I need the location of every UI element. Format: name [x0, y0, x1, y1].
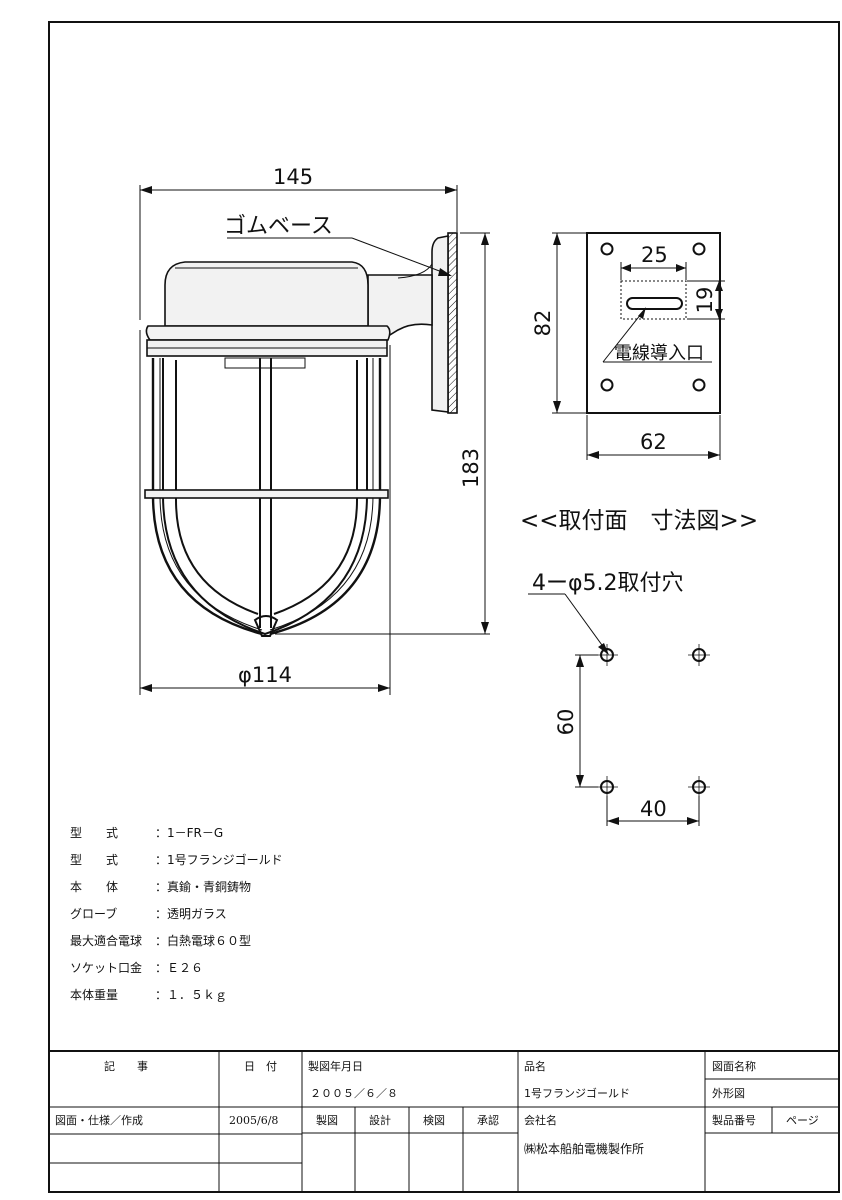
tb-seizu-date-value: ２００５／６／８	[310, 1087, 398, 1100]
tb-seizu-date-label: 製図年月日	[308, 1059, 363, 1073]
spec-val-4: ：白熱電球６０型	[155, 933, 251, 948]
tb-row-date: 2005/6/8	[229, 1114, 278, 1127]
spec-val-6: ：１．５ｋｇ	[155, 988, 227, 1002]
dim-diameter-114	[139, 330, 391, 695]
tb-page: ページ	[786, 1114, 819, 1127]
spec-key-1: 型 式	[70, 853, 118, 867]
dim-hole-horizontal-40	[606, 796, 700, 826]
hole-br	[688, 776, 710, 798]
lamp-globe	[162, 358, 368, 636]
hole-pattern-view	[528, 593, 710, 798]
label-holes: 4ーφ5.2取付穴	[532, 571, 684, 596]
dim-plate-height-82	[552, 232, 586, 414]
hole-tl	[596, 644, 618, 666]
spec-val-0: ：1－FR－G	[155, 826, 223, 840]
cable-slot	[626, 297, 683, 310]
spec-val-5: ：Ｅ２６	[155, 961, 203, 975]
spec-key-6: 本体重量	[70, 988, 118, 1002]
spec-val-3: ：透明ガラス	[155, 907, 227, 921]
dim-text-82: 82	[531, 310, 555, 337]
wall-flange-hatched	[447, 232, 458, 414]
spec-list: 型 式 ：1－FR－G 型 式 ：1号フランジゴールド 本 体 ：真鍮・青銅鋳物…	[70, 826, 283, 1002]
dim-slot-height-19	[687, 280, 725, 320]
tb-zumen-label: 図面名称	[712, 1059, 756, 1073]
lamp-rim	[145, 325, 391, 341]
tb-sekkei: 設計	[369, 1113, 391, 1127]
tb-company-value: ㈱松本船舶電機製作所	[524, 1141, 644, 1156]
dim-text-145: 145	[273, 165, 313, 189]
dim-height-183	[275, 232, 490, 635]
plate-hole-bl	[600, 378, 614, 392]
plate-hole-tl	[600, 242, 614, 256]
dim-text-62: 62	[640, 430, 667, 454]
dim-text-60: 60	[554, 709, 578, 736]
tb-hinmei-label: 品名	[524, 1059, 546, 1073]
hole-bl	[596, 776, 618, 798]
mount-title: <<取付面 寸法図>>	[520, 508, 758, 534]
flange-body	[431, 235, 449, 413]
spec-val-1: ：1号フランジゴールド	[155, 852, 283, 867]
dim-text-19: 19	[693, 287, 717, 314]
plate-hole-tr	[692, 242, 706, 256]
tb-shonin: 承認	[477, 1113, 499, 1127]
dim-text-40: 40	[640, 797, 667, 821]
spec-key-4: 最大適合電球	[70, 933, 142, 948]
tb-kiji: 記 事	[104, 1059, 148, 1073]
dim-hole-vertical-60	[575, 654, 598, 788]
lamp-side-view	[144, 232, 458, 637]
dim-width-145	[139, 185, 458, 320]
mounting-plate	[586, 232, 721, 414]
hole-tr	[688, 644, 710, 666]
label-cable-entry: 電線導入口	[614, 343, 704, 364]
dim-slot-width-25	[620, 262, 687, 280]
tb-product-no: 製品番号	[712, 1113, 756, 1127]
tb-company-label: 会社名	[524, 1113, 557, 1127]
tb-zumen-value: 外形図	[712, 1087, 745, 1100]
plate-hole-br	[692, 378, 706, 392]
tb-hizuke: 日 付	[244, 1060, 277, 1073]
dim-text-183: 183	[459, 448, 483, 488]
mounting-plate-view	[586, 232, 721, 414]
tb-hinmei-value: 1号フランジゴールド	[524, 1086, 630, 1100]
spec-key-3: グローブ	[70, 906, 117, 921]
spec-key-2: 本 体	[70, 880, 118, 894]
spec-key-0: 型 式	[70, 826, 118, 840]
tb-seizu: 製図	[316, 1113, 338, 1127]
dim-text-114: φ114	[238, 663, 292, 687]
dim-plate-width-62	[586, 415, 721, 460]
cable-slot-box	[620, 280, 687, 320]
lamp-arm	[367, 274, 433, 339]
spec-key-5: ソケット口金	[70, 960, 142, 975]
spec-val-2: ：真鍮・青銅鋳物	[155, 879, 251, 894]
sheet-border	[48, 21, 840, 1193]
lamp-cap	[164, 261, 369, 327]
label-rubber-base: ゴムベース	[224, 214, 333, 239]
tb-row-desc: 図面・仕様／作成	[55, 1113, 143, 1127]
tb-kenzu: 検図	[423, 1113, 445, 1127]
dim-text-25: 25	[641, 243, 668, 267]
title-block: 記 事 日 付 製図年月日 ２００５／６／８ 品名 1号フランジゴールド 図面名…	[48, 1050, 840, 1193]
guard-cage	[144, 358, 389, 637]
